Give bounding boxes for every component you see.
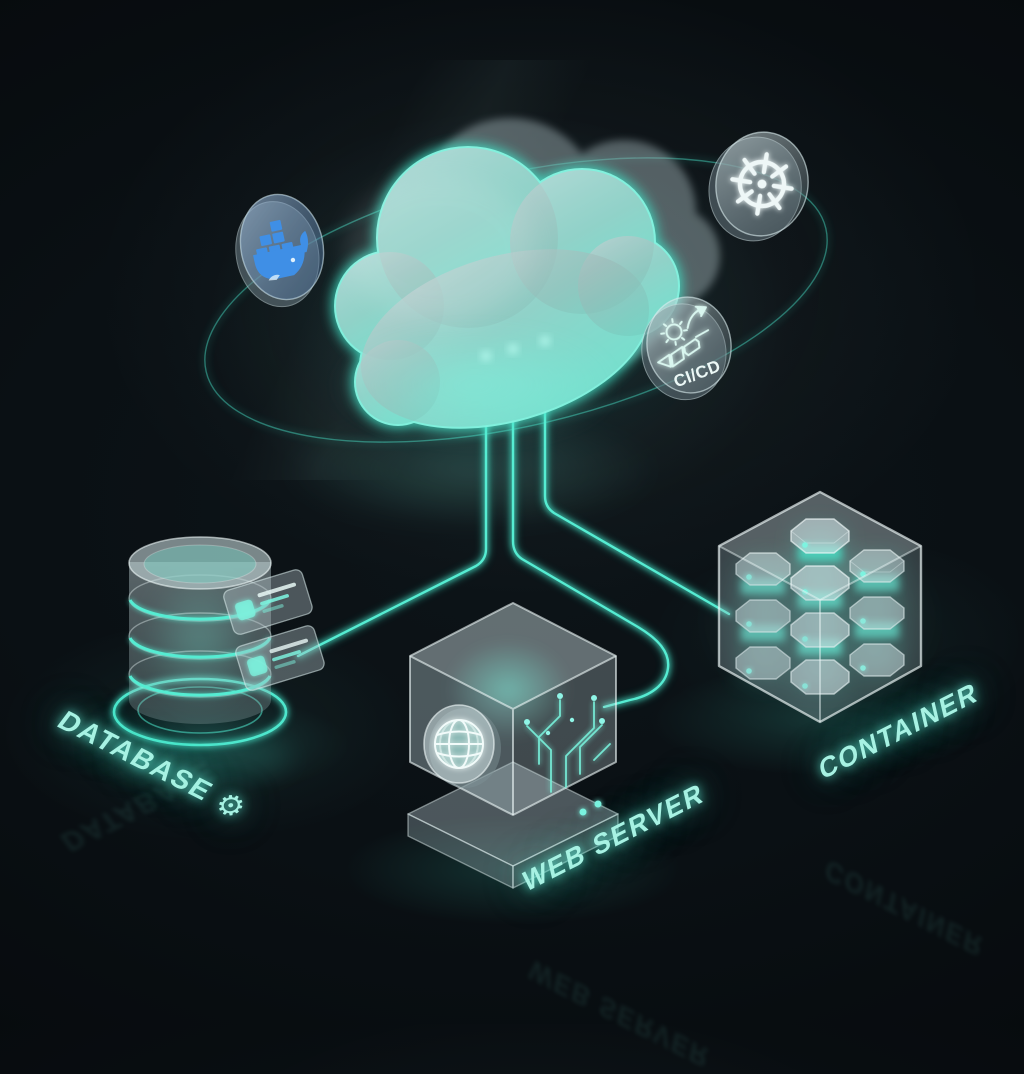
connection-line-cloud-to-container (541, 336, 733, 618)
circuit-traces (524, 693, 611, 805)
badge-docker (235, 193, 325, 308)
card-icon (247, 655, 268, 677)
database-top (128, 536, 272, 590)
cloud (332, 118, 720, 452)
cloud-sheen (345, 176, 535, 320)
database-data-card (223, 569, 313, 635)
cloud-infrastructure-diagram: CI/CD (50, 118, 990, 925)
module-column-center (790, 518, 850, 695)
connection-line-cloud-to-web-server (509, 342, 672, 711)
circuit-nodes (524, 693, 605, 736)
cicd-coin-face (646, 296, 732, 394)
cloud-connector-stubs (481, 336, 550, 452)
globe-icon (423, 704, 501, 788)
badge-kubernetes (708, 131, 809, 242)
database-data-card (235, 625, 325, 691)
connection-line-cloud-to-database (294, 348, 490, 660)
status-led (579, 808, 587, 816)
cicd-pipeline-icon (657, 305, 710, 368)
container-edges (717, 490, 923, 724)
database-cylinder (128, 536, 272, 724)
database-reflection (108, 732, 292, 784)
docker-whale-icon (253, 219, 309, 281)
floor-glow (50, 410, 990, 925)
node-database (108, 536, 325, 784)
container-glass-walls (717, 490, 923, 724)
card-icon (235, 599, 256, 621)
module-column-left (735, 552, 791, 680)
container-modules (735, 518, 905, 695)
cloud-inner-glow (335, 330, 615, 440)
node-web-server (407, 602, 619, 889)
badge-cicd: CI/CD (641, 296, 732, 401)
status-led (594, 800, 602, 808)
node-container (700, 490, 940, 724)
web-server-cube (409, 602, 617, 816)
module-column-right (849, 549, 905, 677)
cube-edges (409, 602, 617, 816)
kubernetes-helm-icon (730, 152, 794, 216)
connection-lines (294, 336, 733, 711)
